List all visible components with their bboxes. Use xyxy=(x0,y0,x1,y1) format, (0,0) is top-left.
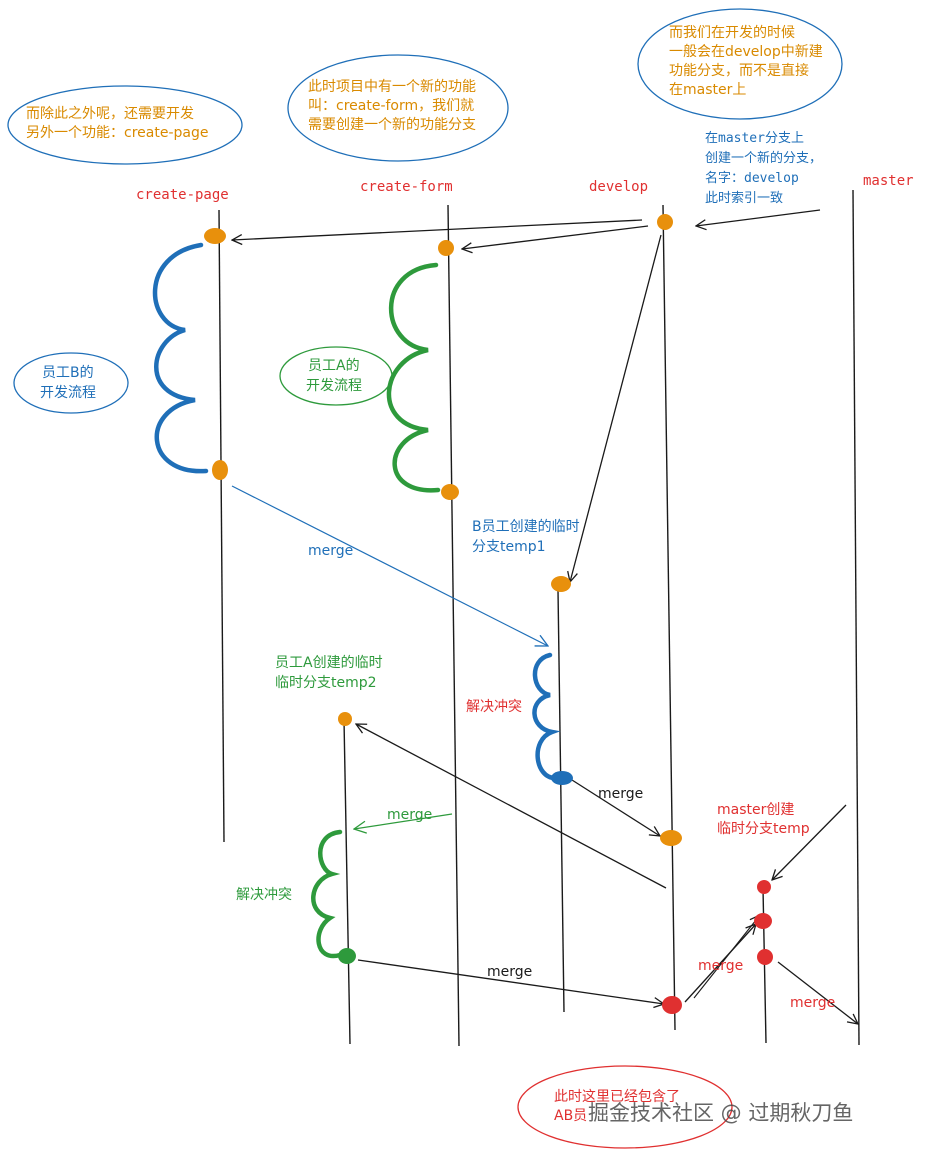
branch-label-create-page: create-page xyxy=(136,187,229,203)
arrow-temp1-merge-to-develop xyxy=(571,779,660,836)
employee-b-label-line-1: 员工B的 xyxy=(42,365,94,381)
develop-note-bubble xyxy=(637,8,843,120)
create-page-start-commit xyxy=(204,228,226,244)
master-note-line-3: 名字：develop xyxy=(705,170,799,186)
develop-merge-a-commit xyxy=(662,996,682,1014)
branch-label-develop: develop xyxy=(589,179,648,195)
arrow-temp2-merge-to-develop xyxy=(357,959,664,1004)
temp2-label-line-1: 员工A创建的临时 xyxy=(275,655,383,671)
arrow-master-temp-merge-to-master xyxy=(777,961,858,1024)
temp1-branch-line xyxy=(557,589,565,1013)
develop-merge-b-commit xyxy=(660,830,682,846)
final-note-line-1: 此时这里已经包含了 xyxy=(554,1088,680,1105)
temp1-conflict-brace xyxy=(532,652,561,781)
develop-start-commit xyxy=(657,214,673,230)
arrow-master-to-develop xyxy=(696,209,821,226)
arrow-develop-to-temp2 xyxy=(356,724,667,889)
develop-branch-line xyxy=(662,204,676,1031)
employee-a-label-line-2: 开发流程 xyxy=(306,378,362,394)
temp2-label-line-2: 临时分支temp2 xyxy=(275,675,377,691)
develop-note-line-1: 而我们在开发的时候 xyxy=(669,25,795,41)
employee-b-bubble xyxy=(13,352,129,414)
employee-a-bubble xyxy=(279,346,393,406)
develop-note-line-3: 功能分支，而不是直接 xyxy=(669,62,809,79)
master-temp-branch-line xyxy=(762,887,767,1044)
merge-label-develop-to-temp: merge xyxy=(698,958,743,974)
temp2-conflict-label: 解决冲突 xyxy=(236,887,292,903)
arrow-develop-to-master-temp-2 xyxy=(693,915,760,999)
create-page-note-line-2: 另外一个功能：create-page xyxy=(26,125,208,141)
create-page-end-commit xyxy=(212,460,228,480)
final-note-line-2: AB员 xyxy=(554,1108,587,1124)
employee-b-label-line-2: 开发流程 xyxy=(40,385,96,401)
master-temp-label-line-2: 临时分支temp xyxy=(717,821,810,837)
final-note-bubble xyxy=(517,1065,733,1149)
arrow-master-to-master-temp xyxy=(772,804,847,880)
employee-b-brace xyxy=(152,242,209,474)
merge-label-create-form: merge xyxy=(387,807,432,823)
temp1-conflict-label: 解决冲突 xyxy=(466,699,522,715)
employee-a-brace xyxy=(386,262,441,493)
temp1-label-line-1: B员工创建的临时 xyxy=(472,519,580,535)
master-note-line-1: 在master分支上 xyxy=(705,131,804,146)
create-form-start-commit xyxy=(438,240,454,256)
merge-label-temp2: merge xyxy=(487,964,532,980)
merge-label-temp1: merge xyxy=(598,786,643,802)
create-page-note-line-1: 而除此之外呢，还需要开发 xyxy=(26,106,194,122)
merge-label-temp-to-master: merge xyxy=(790,995,835,1011)
create-form-note-line-1: 此时项目中有一个新的功能 xyxy=(308,79,476,95)
arrow-create-page-merge-to-temp1 xyxy=(231,485,548,646)
temp1-start-commit xyxy=(551,576,571,592)
arrow-create-form-merge-to-temp2 xyxy=(354,813,453,829)
temp1-end-commit xyxy=(551,771,573,785)
master-note-line-4: 此时索引一致 xyxy=(705,191,783,206)
master-note-line-2: 创建一个新的分支， xyxy=(705,150,822,166)
branch-label-create-form: create-form xyxy=(360,179,453,195)
master-branch-line xyxy=(852,189,860,1046)
develop-note-line-2: 一般会在develop中新建 xyxy=(669,44,823,60)
master-temp-commit-3 xyxy=(757,949,773,965)
create-page-note-bubble xyxy=(7,85,243,165)
arrow-develop-to-temp1 xyxy=(570,234,662,582)
temp2-start-commit xyxy=(338,712,352,726)
create-page-branch-line xyxy=(218,209,225,843)
arrow-develop-to-master-temp xyxy=(684,924,756,1003)
create-form-note-bubble xyxy=(287,54,509,162)
master-temp-commit-1 xyxy=(757,880,771,894)
create-form-note-line-3: 需要创建一个新的功能分支 xyxy=(308,117,476,133)
master-temp-commit-2 xyxy=(754,913,772,929)
create-form-note-line-2: 叫：create-form，我们就 xyxy=(308,98,474,114)
arrow-develop-to-create-form xyxy=(462,225,649,249)
create-form-branch-line xyxy=(447,204,460,1047)
merge-label-create-page: merge xyxy=(308,543,353,559)
employee-a-label-line-1: 员工A的 xyxy=(308,358,360,374)
temp2-conflict-brace xyxy=(311,829,343,959)
temp2-end-commit xyxy=(338,948,356,964)
branch-label-master: master xyxy=(863,173,914,189)
arrow-develop-to-create-page xyxy=(232,219,643,240)
temp1-label-line-2: 分支temp1 xyxy=(472,539,546,555)
master-temp-label-line-1: master创建 xyxy=(717,802,794,818)
develop-note-line-4: 在master上 xyxy=(669,82,746,98)
watermark: 掘金技术社区 @ 过期秋刀鱼 xyxy=(588,1101,853,1125)
temp2-branch-line xyxy=(343,719,351,1045)
create-form-end-commit xyxy=(441,484,459,500)
